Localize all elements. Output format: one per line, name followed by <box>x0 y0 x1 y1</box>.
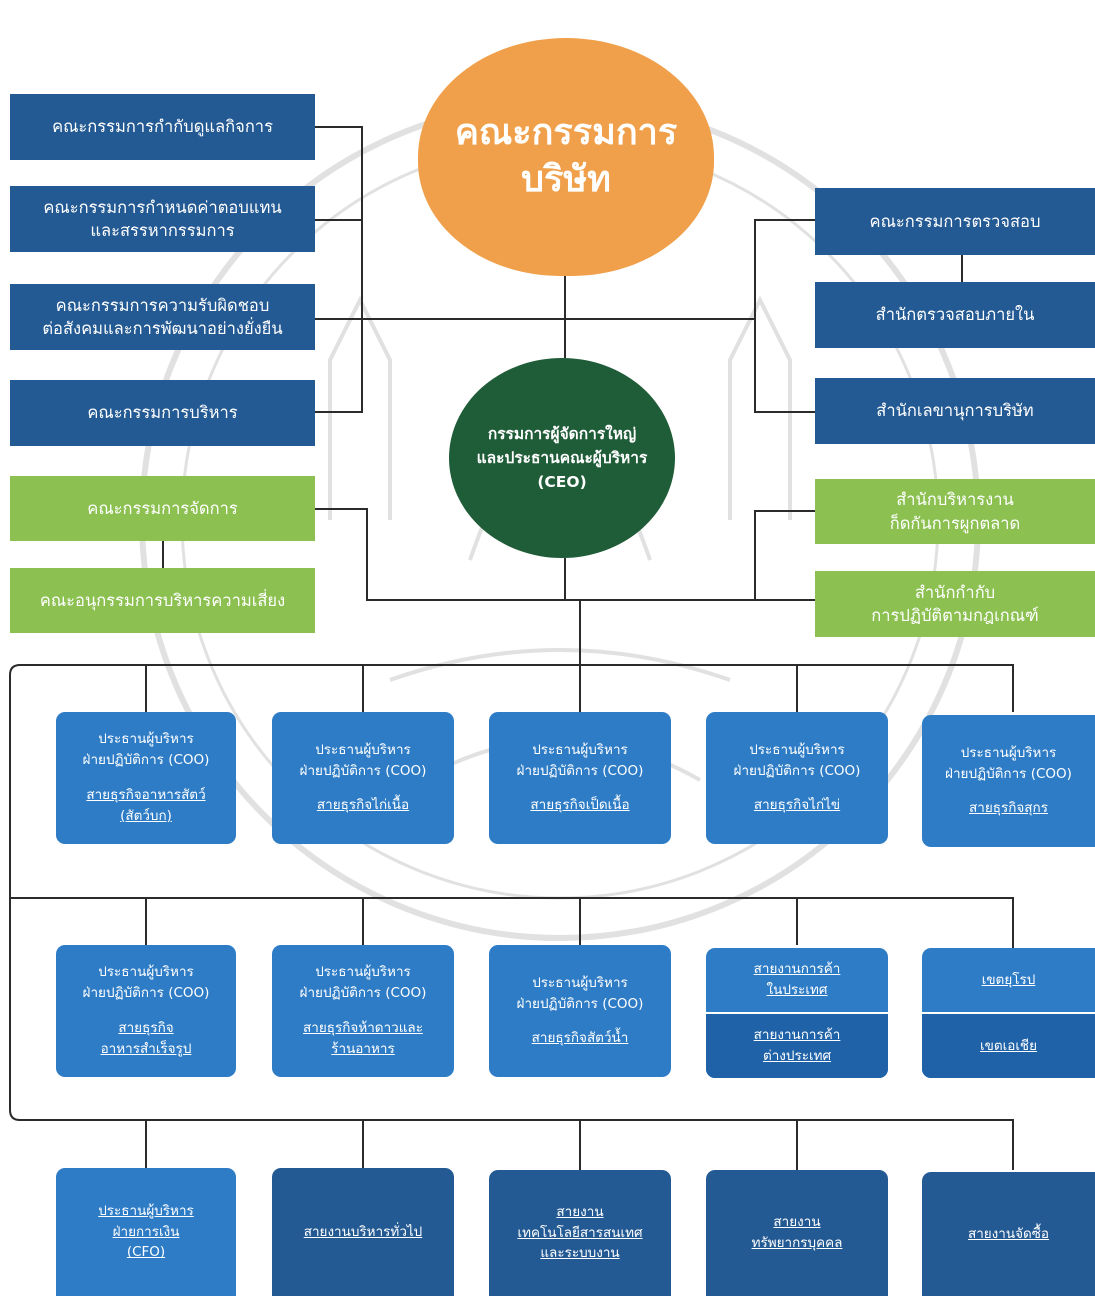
business-line-label: สายธุรกิจไก่ไข่ <box>753 797 841 814</box>
committee-csr-sustainability: คณะกรรมการความรับผิดชอบ ต่อสังคมและการพั… <box>10 284 315 350</box>
trade-label: ต่างประเทศ <box>762 1048 832 1064</box>
coo-title: ฝ่ายปฏิบัติการ (COO) <box>733 762 861 779</box>
procurement-box: สายงานจัดซื้อ <box>922 1172 1095 1296</box>
compliance-office: สำนักกำกับ การปฏิบัติตามกฎเกณฑ์ <box>815 571 1095 637</box>
subcommittee-risk-management: คณะอนุกรรมการบริหารความเสี่ยง <box>10 568 315 633</box>
international-trade-section: สายงานการค้า ต่างประเทศ <box>706 1012 888 1078</box>
division-label: และระบบงาน <box>540 1245 620 1262</box>
division-label: เทคโนโลยีสารสนเทศ <box>517 1224 643 1241</box>
business-line-label: สายธุรกิจไก่เนื้อ <box>316 797 410 814</box>
division-label: สายงานบริหารทั่วไป <box>303 1223 423 1240</box>
committee-executive: คณะกรรมการบริหาร <box>10 380 315 446</box>
committee-corporate-governance: คณะกรรมการกำกับดูแลกิจการ <box>10 94 315 160</box>
division-label: (CFO) <box>126 1244 166 1261</box>
coo-duck-business-box: ประธานผู้บริหาร ฝ่ายปฏิบัติการ (COO) สาย… <box>489 712 671 844</box>
region-label: เขตเอเชีย <box>979 1037 1038 1054</box>
division-label: สายงาน <box>773 1214 821 1231</box>
committee-label: ต่อสังคมและการพัฒนาอย่างยั่งยืน <box>42 319 283 338</box>
ceo-label-line3: (CEO) <box>537 473 587 491</box>
trade-label: สายงานการค้า <box>753 961 841 978</box>
business-line-label: สายธุรกิจสุกร <box>969 800 1048 817</box>
committee-label: และสรรหากรรมการ <box>90 221 235 240</box>
unit-label: สำนักกำกับ <box>914 582 996 602</box>
committee-label: คณะกรรมการบริหาร <box>87 403 238 423</box>
committee-remuneration-nomination: คณะกรรมการกำหนดค่าตอบแทน และสรรหากรรมการ <box>10 186 315 252</box>
europe-region-section: เขตยุโรป <box>922 948 1095 1012</box>
coo-title: ฝ่ายปฏิบัติการ (COO) <box>516 762 644 779</box>
committee-label: คณะกรรมการจัดการ <box>87 498 238 518</box>
domestic-trade-section: สายงานการค้า ในประเทศ <box>706 948 888 1012</box>
cfo-finance-box: ประธานผู้บริหาร ฝ่ายการเงิน (CFO) <box>56 1168 236 1296</box>
unit-label: การปฏิบัติตามกฎเกณฑ์ <box>871 606 1039 625</box>
audit-committee: คณะกรรมการตรวจสอบ <box>815 188 1095 255</box>
coo-restaurant-box: ประธานผู้บริหาร ฝ่ายปฏิบัติการ (COO) สาย… <box>272 945 454 1077</box>
unit-label: สำนักเลขานุการบริษัท <box>876 401 1034 421</box>
business-line-label: ร้านอาหาร <box>331 1040 395 1057</box>
business-line-label: สายธุรกิจห้าดาวและ <box>303 1020 423 1036</box>
ceo-label-line2: และประธานคณะผู้บริหาร <box>476 448 648 467</box>
business-line-label: สายธุรกิจสัตว์น้ำ <box>531 1030 629 1047</box>
trade-label: สายงานการค้า <box>753 1027 841 1044</box>
coo-processed-food-box: ประธานผู้บริหาร ฝ่ายปฏิบัติการ (COO) สาย… <box>56 945 236 1077</box>
business-line-label: อาหารสำเร็จรูป <box>100 1040 192 1057</box>
coo-layer-business-box: ประธานผู้บริหาร ฝ่ายปฏิบัติการ (COO) สาย… <box>706 712 888 844</box>
division-label: สายงาน <box>556 1203 604 1220</box>
coo-title: ฝ่ายปฏิบัติการ (COO) <box>82 752 210 769</box>
business-line-label: สายธุรกิจอาหารสัตว์ <box>86 787 206 803</box>
coo-title: ฝ่ายปฏิบัติการ (COO) <box>945 765 1072 782</box>
committee-label: คณะกรรมการกำหนดค่าตอบแทน <box>43 197 282 217</box>
coo-aquaculture-box: ประธานผู้บริหาร ฝ่ายปฏิบัติการ (COO) สาย… <box>489 945 671 1077</box>
unit-label: สำนักบริหารงาน <box>896 490 1014 510</box>
ceo-circle: กรรมการผู้จัดการใหญ่ และประธานคณะผู้บริห… <box>449 358 675 558</box>
division-label: ทรัพยากรบุคคล <box>751 1235 843 1251</box>
coo-title: ฝ่ายปฏิบัติการ (COO) <box>299 762 427 779</box>
board-of-directors-circle: คณะกรรมการ บริษัท <box>418 38 714 276</box>
coo-title: ประธานผู้บริหาร <box>749 741 845 758</box>
division-label: สายงานจัดซื้อ <box>967 1225 1050 1242</box>
unit-label: คณะกรรมการตรวจสอบ <box>869 211 1041 231</box>
coo-title: ฝ่ายปฏิบัติการ (COO) <box>516 995 644 1012</box>
business-line-label: สายธุรกิจ <box>118 1020 174 1036</box>
coo-feed-business-box: ประธานผู้บริหาร ฝ่ายปฏิบัติการ (COO) สาย… <box>56 712 236 844</box>
human-resources-box: สายงาน ทรัพยากรบุคคล <box>706 1170 888 1296</box>
committee-management: คณะกรรมการจัดการ <box>10 476 315 541</box>
business-line-label: (สัตว์บก) <box>120 807 172 824</box>
internal-audit-office: สำนักตรวจสอบภายใน <box>815 282 1095 348</box>
coo-title: ประธานผู้บริหาร <box>98 964 194 981</box>
trade-division-box: สายงานการค้า ในประเทศ สายงานการค้า ต่างป… <box>706 948 888 1078</box>
general-admin-box: สายงานบริหารทั่วไป <box>272 1168 454 1296</box>
committee-label: คณะอนุกรรมการบริหารความเสี่ยง <box>39 590 286 610</box>
board-label-line2: บริษัท <box>521 159 611 200</box>
board-label-line1: คณะกรรมการ <box>454 112 678 154</box>
coo-title: ประธานผู้บริหาร <box>532 974 628 991</box>
ceo-label-line1: กรรมการผู้จัดการใหญ่ <box>487 424 637 443</box>
coo-title: ฝ่ายปฏิบัติการ (COO) <box>82 985 210 1002</box>
committee-label: คณะกรรมการกำกับดูแลกิจการ <box>52 117 273 137</box>
coo-swine-business-box: ประธานผู้บริหาร ฝ่ายปฏิบัติการ (COO) สาย… <box>922 715 1095 847</box>
it-systems-box: สายงาน เทคโนโลยีสารสนเทศ และระบบงาน <box>489 1170 671 1296</box>
committee-label: คณะกรรมการความรับผิดชอบ <box>55 295 270 315</box>
unit-label: สำนักตรวจสอบภายใน <box>875 305 1035 325</box>
division-label: ประธานผู้บริหาร <box>98 1202 194 1219</box>
division-label: ฝ่ายการเงิน <box>112 1223 180 1240</box>
business-line-label: สายธุรกิจเป็ดเนื้อ <box>530 797 630 814</box>
coo-title: ประธานผู้บริหาร <box>532 741 628 758</box>
anti-monopoly-office: สำนักบริหารงาน ก็ดกันการผูกตลาด <box>815 479 1095 544</box>
trade-label: ในประเทศ <box>766 982 828 998</box>
coo-title: ประธานผู้บริหาร <box>315 964 411 981</box>
coo-title: ฝ่ายปฏิบัติการ (COO) <box>299 985 427 1002</box>
unit-label: ก็ดกันการผูกตลาด <box>889 513 1021 533</box>
region-box: เขตยุโรป เขตเอเชีย <box>922 948 1095 1078</box>
asia-region-section: เขตเอเชีย <box>922 1012 1095 1078</box>
coo-title: ประธานผู้บริหาร <box>98 731 194 748</box>
coo-title: ประธานผู้บริหาร <box>960 744 1057 761</box>
company-secretary-office: สำนักเลขานุการบริษัท <box>815 378 1095 444</box>
coo-title: ประธานผู้บริหาร <box>315 741 411 758</box>
region-label: เขตยุโรป <box>981 971 1036 988</box>
coo-broiler-business-box: ประธานผู้บริหาร ฝ่ายปฏิบัติการ (COO) สาย… <box>272 712 454 844</box>
